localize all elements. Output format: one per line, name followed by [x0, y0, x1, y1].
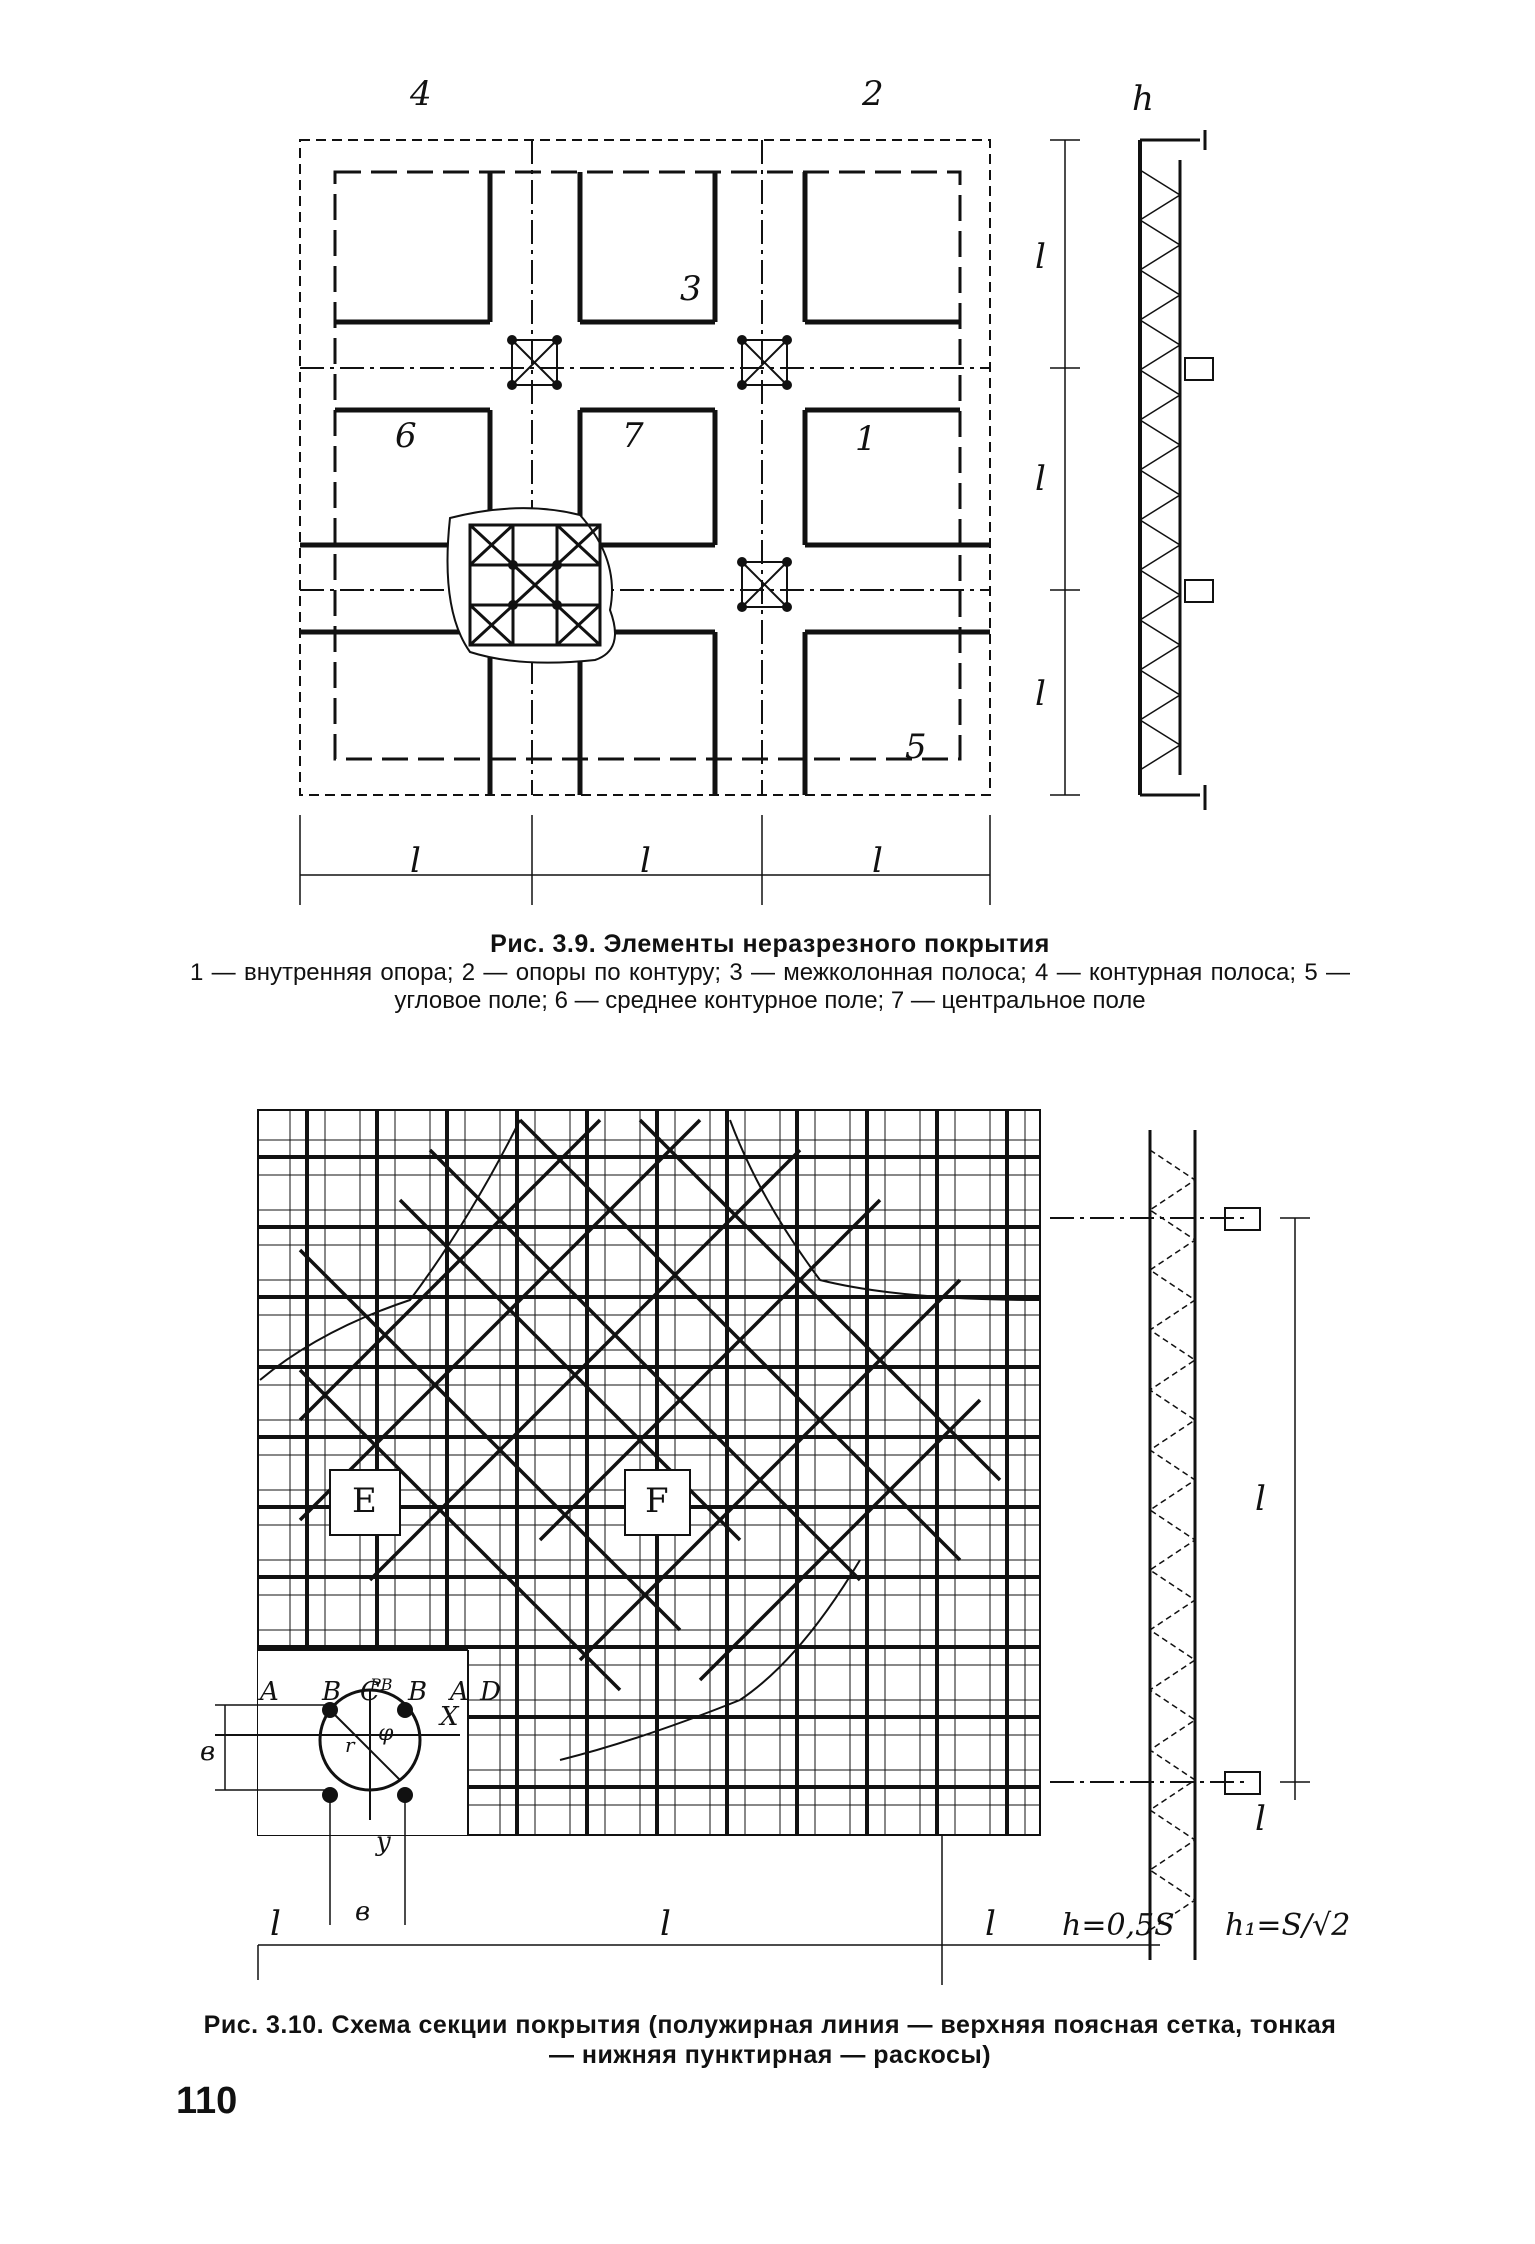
callout-3: 3 [680, 269, 702, 309]
callout-1: 1 [855, 419, 877, 459]
zone-f-label: F [645, 1481, 669, 1521]
zone-e-label: E [352, 1481, 377, 1521]
figure-3-9-title: Рис. 3.9. Элементы неразрезного покрытия [490, 930, 1050, 958]
dim-b-horizontal: в [355, 1897, 370, 1927]
figure-3-9-caption: Рис. 3.9. Элементы неразрезного покрытия… [190, 930, 1350, 1015]
span-vertical-small-label: l [1255, 1799, 1266, 1839]
row-letter-b-right: B [407, 1677, 427, 1707]
span-vertical-label: l [1255, 1479, 1266, 1519]
row-letter-b-left: B [321, 1677, 341, 1707]
axis-x-label: X [438, 1702, 460, 1732]
dim-b-vertical: в [200, 1737, 215, 1767]
axis-y-label: y [375, 1827, 391, 1857]
span-label-1: l [410, 841, 421, 881]
pb-label: PB [369, 1675, 393, 1694]
callout-4: 4 [409, 74, 432, 114]
section-height-label: h [1132, 79, 1154, 119]
span-mid-label: l [660, 1904, 671, 1944]
radius-label: r [345, 1733, 356, 1757]
page-number: 110 [176, 2080, 238, 2122]
figure-3-9-legend: 1 — внутренняя опора; 2 — опоры по конту… [190, 959, 1350, 1014]
span-label-2: l [640, 841, 651, 881]
height-label-1: l [1035, 237, 1046, 277]
height-label-2: l [1035, 459, 1046, 499]
callout-5: 5 [905, 727, 927, 767]
span-left-label: l [270, 1904, 281, 1944]
callout-2: 2 [861, 74, 884, 114]
callout-6: 6 [395, 416, 417, 456]
callout-7: 7 [622, 416, 644, 456]
row-letter-c: C [360, 1677, 380, 1707]
letter-d: D [479, 1677, 501, 1707]
span-right-label: l [985, 1904, 996, 1944]
phi-label: φ [378, 1721, 394, 1746]
span-label-3: l [872, 841, 883, 881]
row-letter-a-left: A [258, 1677, 279, 1707]
height-label-3: l [1035, 674, 1046, 714]
figure-3-10-title: Рис. 3.10. Схема секции покрытия (полужи… [203, 2011, 1337, 2069]
h-formula: h=0,5S [1062, 1908, 1175, 1943]
row-letter-a-right: A [448, 1677, 469, 1707]
h1-formula: h₁=S/√2 [1225, 1908, 1350, 1943]
figure-3-10-caption: Рис. 3.10. Схема секции покрытия (полужи… [190, 2010, 1350, 2070]
